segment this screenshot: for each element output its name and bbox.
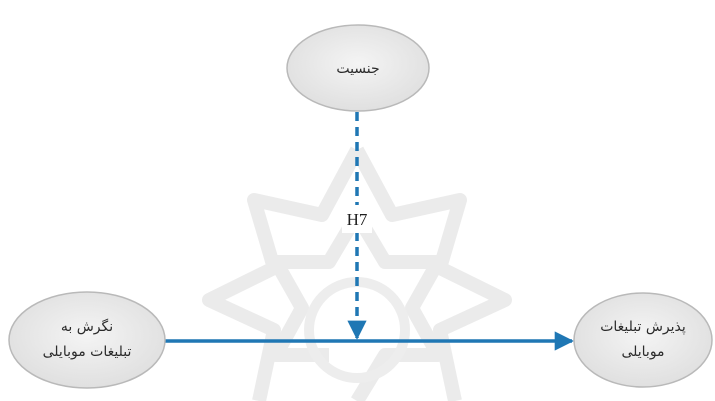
hypothesis-label: H7 — [347, 210, 368, 229]
node-gender-label: جنسیت — [336, 61, 379, 77]
node-acceptance-label-line2: موبایلی — [621, 344, 664, 360]
node-acceptance-label-line1: پذیرش تبلیغات — [600, 319, 686, 335]
node-acceptance: پذیرش تبلیغات موبایلی — [573, 292, 713, 388]
edge-moderation-h7: H7 — [342, 112, 372, 340]
node-attitude-label-line2: تبلیغات موبایلی — [43, 344, 132, 360]
node-attitude: نگرش به تبلیغات موبایلی — [8, 291, 166, 389]
node-attitude-label-line1: نگرش به — [61, 318, 113, 335]
node-gender: جنسیت — [286, 24, 430, 112]
watermark-emblem — [202, 146, 512, 401]
label-backdrop — [342, 205, 372, 233]
